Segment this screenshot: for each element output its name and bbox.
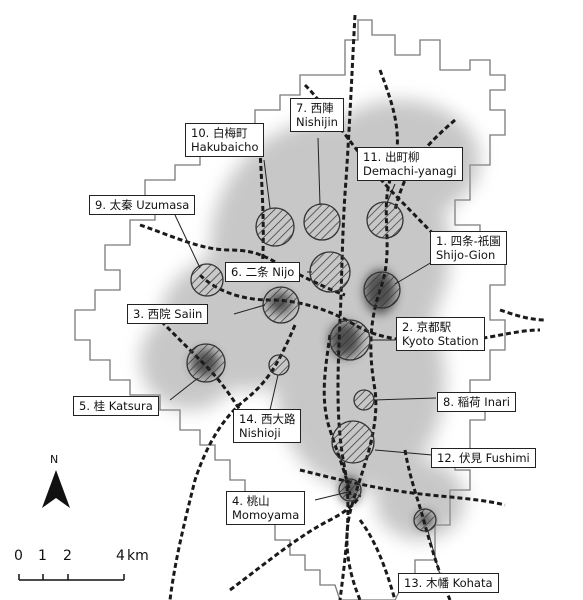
station-number: 5. (79, 399, 90, 413)
station-en: Nijo (272, 265, 295, 279)
station-label-demachi-yanagi: 11. 出町柳 Demachi-yanagi (357, 147, 463, 181)
station-number: 12. (437, 451, 456, 465)
station-en: Kohata (452, 576, 493, 590)
station-jp: 西院 (147, 307, 171, 321)
station-circle-momoyama (338, 478, 362, 502)
station-number: 1. (436, 234, 447, 248)
station-number: 4. (232, 494, 243, 508)
station-jp: 西陣 (310, 101, 334, 115)
station-jp: 桃山 (246, 494, 270, 508)
station-label-kohata: 13. 木幡 Kohata (398, 573, 499, 593)
station-jp: 二条 (245, 265, 269, 279)
station-number: 13. (404, 576, 423, 590)
station-en: Momoyama (232, 508, 300, 522)
station-jp: 太秦 (109, 198, 133, 212)
station-label-momoyama: 4. 桃山 Momoyama (226, 491, 306, 525)
station-label-shijo-gion: 1. 四条-祇園 Shijo-Gion (430, 231, 507, 265)
station-number: 8. (443, 395, 454, 409)
station-circle-nishioji (268, 354, 290, 376)
north-label: N (50, 453, 59, 466)
station-label-hakubaicho: 10. 白梅町 Hakubaicho (185, 123, 265, 157)
station-en: Fushimi (485, 451, 530, 465)
station-en: Saiin (174, 307, 203, 321)
station-label-kyoto-station: 2. 京都駅 Kyoto Station (396, 317, 485, 351)
station-en: Kyoto Station (402, 334, 479, 348)
station-jp: 木幡 (425, 576, 449, 590)
station-jp: 四条-祇園 (450, 234, 501, 248)
scale-tick-0: 0 (14, 548, 23, 564)
station-circle-demachi-yanagi (366, 201, 404, 239)
station-number: 9. (95, 198, 106, 212)
station-label-nishijin: 7. 西陣 Nishijin (290, 98, 344, 132)
station-circles (186, 201, 437, 532)
scale-bar: 0 1 2 4 km (12, 548, 162, 588)
station-jp: 京都駅 (416, 320, 452, 334)
station-number: 6. (231, 265, 242, 279)
station-en: Uzumasa (136, 198, 190, 212)
station-number: 11. (363, 150, 382, 164)
station-label-nishioji: 14. 西大路 Nishioji (233, 409, 302, 443)
station-en: Shijo-Gion (436, 248, 496, 262)
station-en: Nishioji (239, 426, 281, 440)
scale-unit: km (127, 548, 149, 564)
station-number: 7. (296, 101, 307, 115)
station-label-katsura: 5. 桂 Katsura (73, 396, 159, 416)
station-jp: 西大路 (260, 412, 296, 426)
station-number: 10. (191, 126, 210, 140)
station-en: Inari (484, 395, 510, 409)
station-label-inari: 8. 稲荷 Inari (437, 392, 516, 412)
station-number: 2. (402, 320, 413, 334)
station-circle-katsura (186, 343, 226, 383)
scale-tick-2: 2 (63, 548, 72, 564)
station-label-saiin: 3. 西院 Saiin (127, 304, 209, 324)
station-label-nijo: 6. 二条 Nijo (225, 262, 301, 282)
station-circle-kohata (413, 508, 437, 532)
station-jp: 出町柳 (384, 150, 420, 164)
station-en: Hakubaicho (191, 140, 259, 154)
station-jp: 桂 (93, 399, 106, 413)
station-number: 3. (133, 307, 144, 321)
station-label-uzumasa: 9. 太秦 Uzumasa (89, 195, 196, 215)
station-jp: 白梅町 (212, 126, 248, 140)
leader-lines (169, 137, 441, 576)
station-circle-uzumasa (190, 263, 224, 297)
station-circle-kyoto-station (329, 319, 371, 361)
station-circle-inari (353, 389, 375, 411)
station-number: 14. (239, 412, 258, 426)
scale-tick-4: 4 (116, 548, 125, 564)
station-circle-nijo (309, 251, 351, 293)
north-arrow-icon (42, 470, 70, 508)
scale-line (18, 574, 125, 581)
station-jp: 稲荷 (457, 395, 481, 409)
station-circle-fushimi (331, 420, 375, 464)
scale-tick-1: 1 (38, 548, 47, 564)
station-jp: 伏見 (458, 451, 482, 465)
station-circle-shijo-gion (363, 271, 401, 309)
station-circle-nishijin (303, 203, 341, 241)
station-circle-hakubaicho (255, 207, 295, 247)
station-en: Nishijin (296, 115, 338, 129)
station-label-fushimi: 12. 伏見 Fushimi (431, 448, 536, 468)
station-circle-saiin (262, 286, 300, 324)
station-en: Katsura (108, 399, 153, 413)
station-en: Demachi-yanagi (363, 164, 457, 178)
